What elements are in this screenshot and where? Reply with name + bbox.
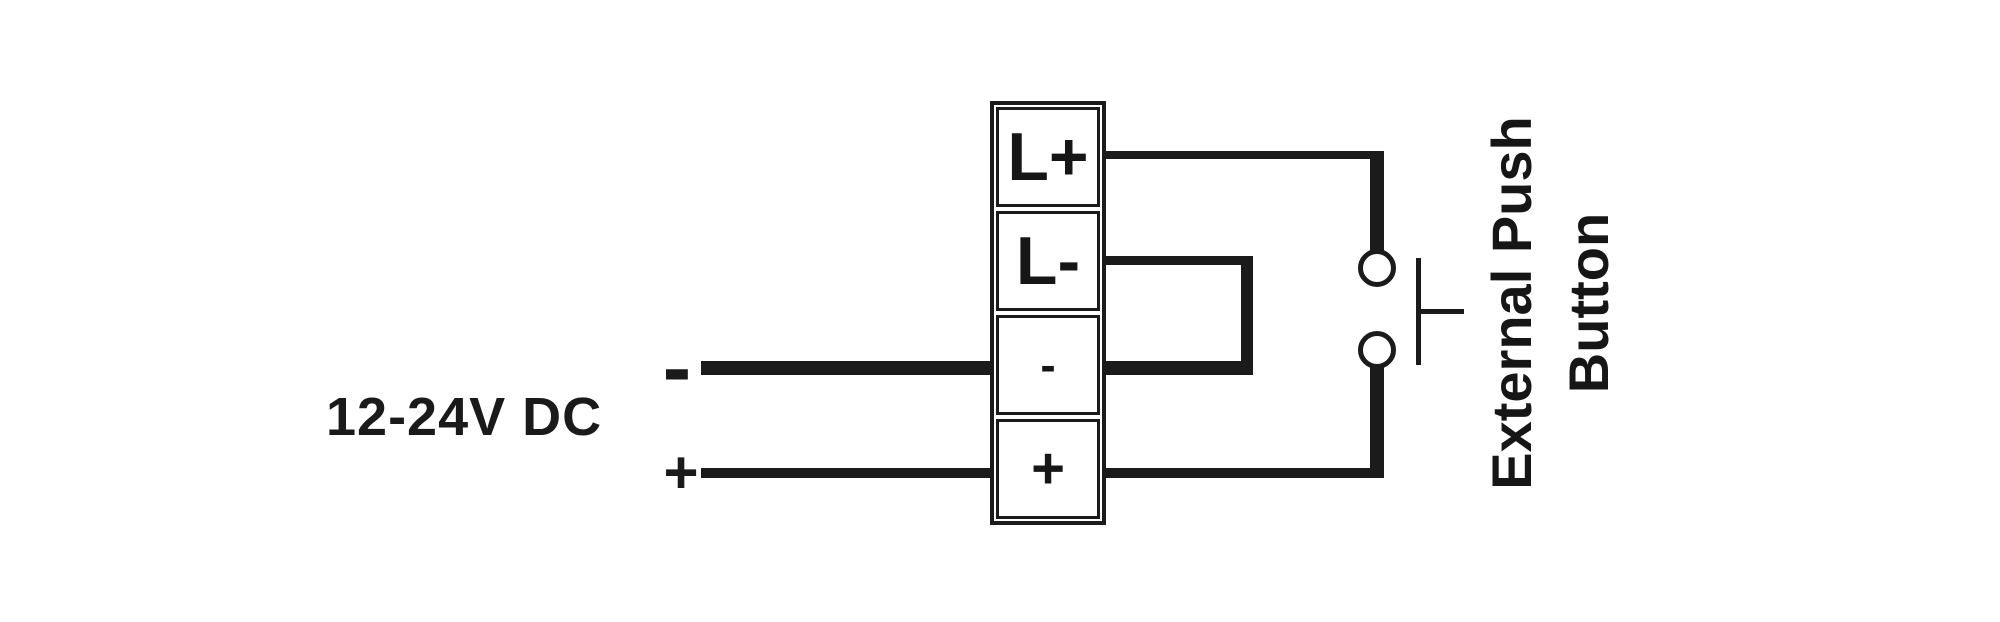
push-button-label-line2: Button [1557, 212, 1620, 394]
terminal-block: L+ L- - + [990, 101, 1106, 525]
terminal-l-minus: L- [996, 211, 1100, 311]
push-button-plunger-icon [1416, 309, 1464, 314]
wire-negative-right-stub [1104, 361, 1253, 375]
wire-positive-right [1104, 468, 1384, 478]
wire-lminus-horizontal [1104, 256, 1253, 265]
terminal-negative-label: - [1040, 339, 1056, 391]
terminal-l-minus-label: L- [1015, 223, 1081, 299]
terminal-positive: + [996, 419, 1100, 519]
power-negative-symbol: - [662, 320, 692, 416]
wire-supply-positive [701, 468, 992, 478]
power-positive-symbol: + [663, 439, 699, 506]
push-button-bottom-contact-icon [1358, 331, 1396, 369]
power-source-label: 12-24V DC [326, 387, 603, 447]
wire-lplus-horizontal [1104, 151, 1380, 159]
terminal-positive-label: + [1031, 436, 1065, 501]
terminal-l-plus: L+ [996, 107, 1100, 207]
terminal-l-plus-label: L+ [1007, 119, 1089, 195]
push-button-top-contact-icon [1358, 249, 1396, 287]
wire-lplus-vertical [1370, 151, 1384, 252]
push-button-label-line1: External Push [1480, 116, 1543, 490]
wire-supply-negative [701, 361, 992, 375]
wire-pushbutton-bottom-vertical [1370, 367, 1384, 478]
terminal-negative: - [996, 315, 1100, 415]
push-button-label-text: External Push Button [1473, 116, 1627, 489]
wire-lminus-vertical [1241, 256, 1253, 370]
